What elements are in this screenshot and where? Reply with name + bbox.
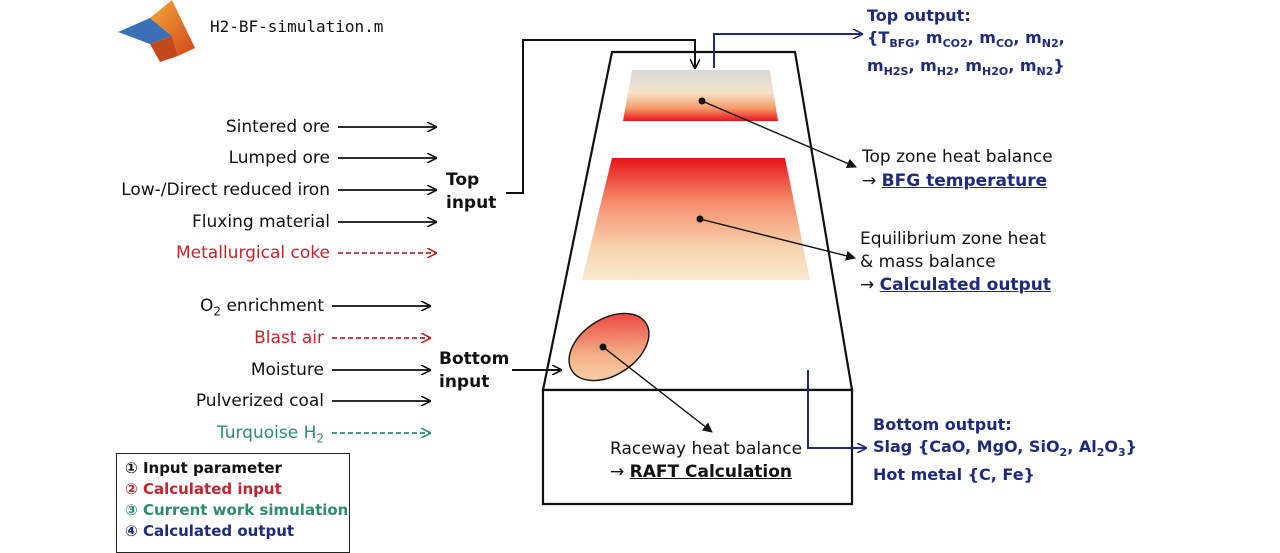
input-label-metallurgical-coke: Metallurgical coke (176, 243, 330, 263)
equilibrium-zone-annotation: Equilibrium zone heat & mass balance → C… (860, 229, 1051, 295)
top-output-title: Top output: (867, 6, 971, 25)
raceway-pointer (602, 346, 713, 433)
top-zone (623, 70, 778, 121)
equilibrium-zone-pointer (699, 218, 856, 261)
input-label-turquoise-h2: Turquoise H2 (216, 423, 324, 446)
input-label-fluxing-material: Fluxing material (192, 212, 330, 232)
calculated-output-link: Calculated output (879, 275, 1051, 295)
file-name: H2-BF-simulation.m (210, 17, 384, 36)
matlab-logo-icon (118, 0, 195, 62)
raceway-annotation: Raceway heat balance → RAFT Calculation (610, 439, 803, 482)
bottom-output: Bottom output: Slag {CaO, MgO, SiO2, Al2… (873, 414, 1137, 486)
legend-item-current-work: ③ Current work simulation (125, 501, 349, 519)
top-output-vars-line2: mH2S, mH2, mH2O, mN2} (867, 56, 1065, 79)
legend-item-input: ① Input parameter (125, 459, 282, 477)
input-label-o2-enrichment: O2 enrichment (200, 296, 324, 319)
top-zone-pointer (701, 100, 857, 169)
top-zone-annotation: Top zone heat balance → BFG temperature (862, 147, 1053, 191)
bottom-output-title: Bottom output: (873, 415, 1012, 434)
input-label-pulverized-coal: Pulverized coal (195, 391, 324, 411)
bottom-output-hot-metal: Hot metal {C, Fe} (873, 465, 1035, 485)
input-label-dri: Low-/Direct reduced iron (121, 180, 330, 200)
raceway-zone (568, 312, 650, 382)
input-label-lumped-ore: Lumped ore (228, 148, 330, 168)
input-label-moisture: Moisture (250, 360, 324, 380)
input-label-blast-air: Blast air (254, 328, 324, 348)
top-input-arrow (506, 39, 695, 194)
legend-item-calculated-input: ② Calculated input (125, 480, 282, 498)
raft-calculation-link: RAFT Calculation (629, 462, 793, 482)
top-output: Top output: {TBFG, mCO2, mCO, mN2, mH2S,… (867, 5, 1065, 83)
bottom-output-slag: Slag {CaO, MgO, SiO2, Al2O3} (873, 437, 1138, 460)
bfg-temperature-link: BFG temperature (881, 171, 1048, 191)
input-label-sintered-ore: Sintered ore (225, 117, 330, 137)
legend-item-calculated-output: ④ Calculated output (125, 522, 295, 540)
input-arrows (332, 127, 436, 433)
top-output-vars-line1: {TBFG, mCO2, mCO, mN2, (867, 28, 1065, 51)
equilibrium-zone (582, 158, 810, 280)
bottom-output-arrow (807, 370, 866, 448)
top-output-arrow (713, 34, 862, 68)
legend: ① Input parameter ② Calculated input ③ C… (116, 453, 350, 553)
